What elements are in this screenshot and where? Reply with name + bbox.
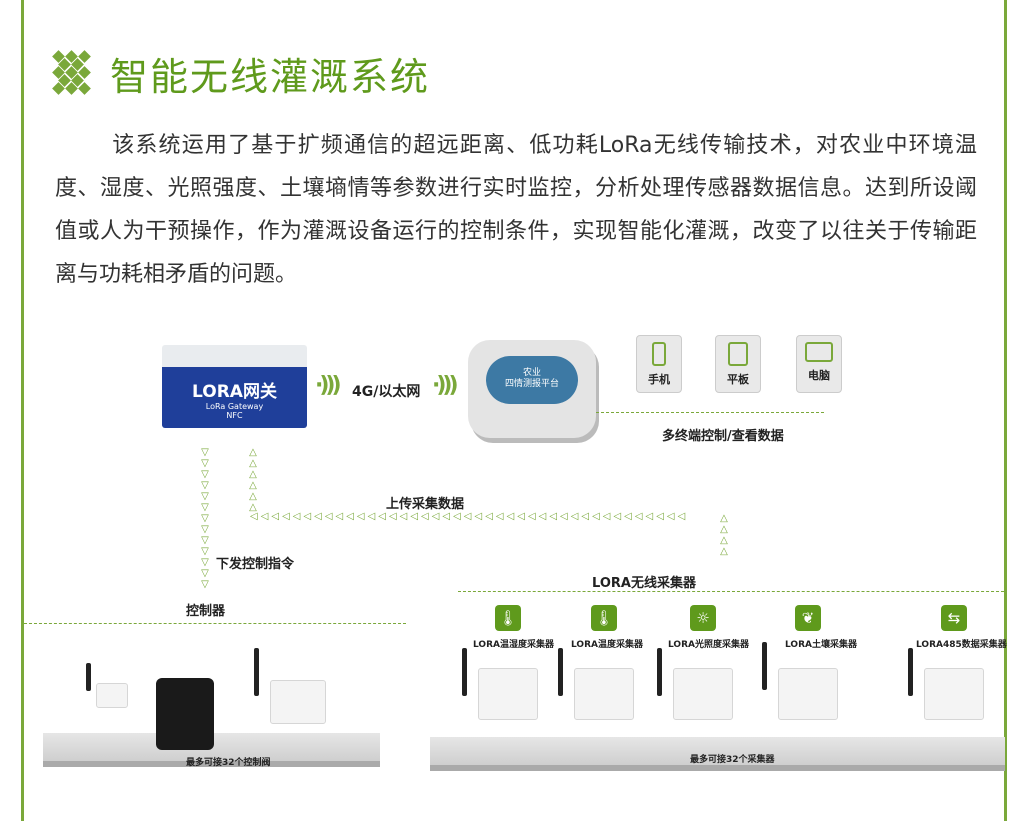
antenna xyxy=(254,648,259,696)
downlink-arrows: ▽▽▽▽▽▽▽▽▽▽▽▽▽ xyxy=(201,447,209,590)
antenna xyxy=(657,648,662,696)
platform-line1: 农业 xyxy=(522,368,541,378)
antenna xyxy=(86,663,91,691)
terminal-label: 平板 xyxy=(727,373,749,386)
gateway-nfc: NFC xyxy=(226,411,243,420)
controller-label: 控制器 xyxy=(186,604,226,619)
terminal-label: 电脑 xyxy=(808,369,830,382)
page-title: 智能无线灌溉系统 xyxy=(110,55,431,99)
terminal-label: 手机 xyxy=(648,373,670,386)
sun-icon: ☼ xyxy=(690,605,716,631)
collector-label: LORA温度采集器 xyxy=(571,640,643,650)
leaf-icon: ❦ xyxy=(795,605,821,631)
terminal-computer: 电脑 xyxy=(796,335,842,393)
cloud-platform: 农业 四情测报平台 xyxy=(468,340,596,438)
upload-label: 上传采集数据 xyxy=(386,497,465,512)
gateway-subtitle: LoRa Gateway xyxy=(205,402,264,411)
system-description: 该系统运用了基于扩频通信的超远距离、低功耗LoRa无线传输技术，对农业中环境温度… xyxy=(55,133,977,287)
sensor-collector xyxy=(924,668,984,720)
terminal-tablet: 平板 xyxy=(715,335,761,393)
collector-caption: 最多可接32个采集器 xyxy=(690,755,775,765)
collector-uplink-arrows: △△△△ xyxy=(720,513,728,557)
antenna xyxy=(558,648,563,696)
thermometer-humidity-icon: 🌡 xyxy=(495,605,521,631)
wireless-signal-icon: ·))) xyxy=(432,373,458,398)
exchange-icon: ⇆ xyxy=(941,605,967,631)
terminal-phone: 手机 xyxy=(636,335,682,393)
command-label: 下发控制指令 xyxy=(216,557,295,572)
collector-label: LORA温湿度采集器 xyxy=(473,640,554,650)
thermometer-icon: 🌡 xyxy=(591,605,617,631)
collector-label: LORA485数据采集器 xyxy=(916,640,1007,650)
uplink-arrows: △△△△△△ xyxy=(249,447,257,513)
controller-caption: 最多可接32个控制阀 xyxy=(186,758,271,768)
lora-gateway-device: LORA网关 LoRa Gateway NFC xyxy=(162,345,307,428)
collector-group-label: LORA无线采集器 xyxy=(592,576,696,591)
controller-module xyxy=(270,680,326,724)
tablet-icon xyxy=(728,342,748,366)
phone-icon xyxy=(652,342,666,366)
uplink-arrows-row: ◁◁◁◁◁◁◁◁◁◁◁◁◁◁◁◁◁◁◁◁◁◁◁◁◁◁◁◁◁◁◁◁◁◁◁◁◁◁◁◁… xyxy=(250,511,689,522)
cloud-icon: 农业 四情测报平台 xyxy=(486,356,578,404)
sensor-collector xyxy=(478,668,538,720)
monitor-icon xyxy=(805,342,833,362)
collector-shelf xyxy=(430,737,1005,771)
antenna xyxy=(762,642,767,690)
sensor-collector xyxy=(574,668,634,720)
right-border xyxy=(1004,0,1007,821)
diamond-grid-icon xyxy=(52,50,94,95)
left-border xyxy=(21,0,24,821)
platform-line2: 四情测报平台 xyxy=(504,379,559,389)
collector-label: LORA土壤采集器 xyxy=(785,640,857,650)
network-label: 4G/以太网 xyxy=(352,384,421,400)
collector-divider xyxy=(458,591,1004,592)
sensor-collector xyxy=(673,668,733,720)
controller-module xyxy=(96,683,128,708)
terminal-connector xyxy=(596,412,824,413)
terminals-caption: 多终端控制/查看数据 xyxy=(662,429,784,444)
collector-label: LORA光照度采集器 xyxy=(668,640,749,650)
gateway-name: LORA网关 xyxy=(192,382,277,402)
wireless-signal-icon: ·))) xyxy=(315,373,341,398)
antenna xyxy=(908,648,913,696)
sensor-collector xyxy=(778,668,838,720)
antenna xyxy=(462,648,467,696)
solenoid-valve xyxy=(156,678,214,750)
controller-divider xyxy=(24,623,406,624)
